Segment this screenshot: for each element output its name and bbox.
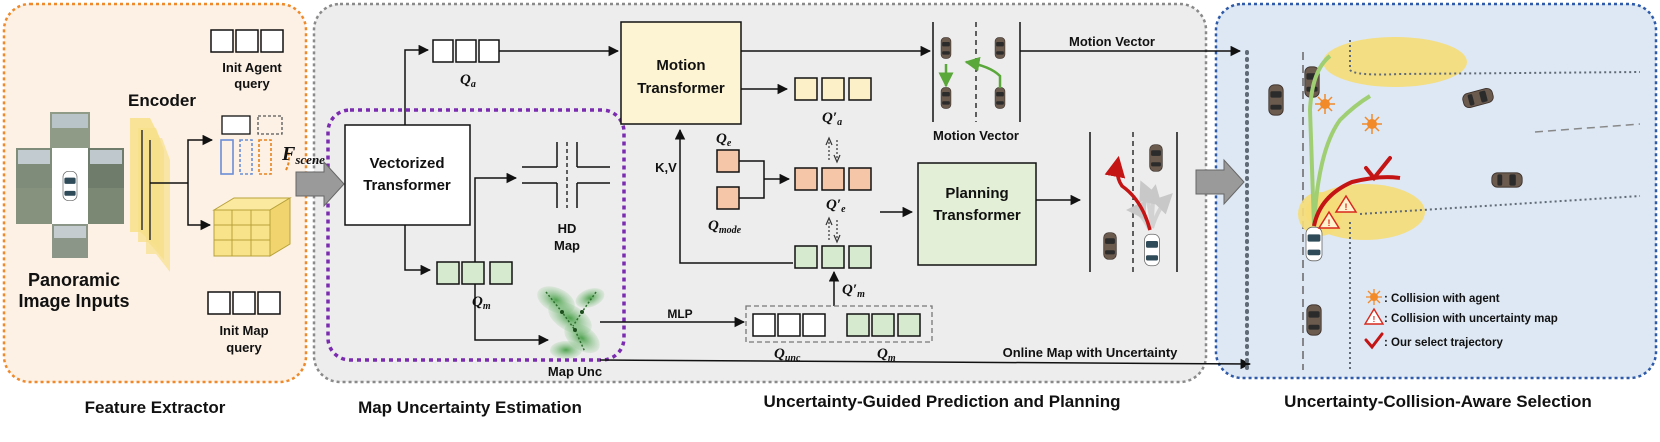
svg-text:!: ! xyxy=(1345,202,1348,212)
qa-prime-label: Q′a xyxy=(822,110,842,128)
qmode-label: Qmode xyxy=(708,218,742,236)
vectorized-transformer-box xyxy=(344,124,471,226)
mlp-label: MLP xyxy=(667,307,692,321)
motion-label-2: Transformer xyxy=(637,80,725,97)
collision-map-icon: ! xyxy=(1334,194,1358,213)
f-scene-label: Fscene xyxy=(281,143,325,167)
qunc-label: Qunc xyxy=(774,346,801,364)
init-agent-label-2: query xyxy=(234,76,270,91)
planning-scene xyxy=(1089,132,1178,272)
kv-label: K,V xyxy=(655,160,677,175)
collision-agent-icon xyxy=(1366,289,1382,305)
collision-agent-icon xyxy=(1362,114,1382,134)
planning-label-2: Transformer xyxy=(933,207,1021,224)
legend-item-1: : Collision with agent xyxy=(1384,293,1500,305)
qm-prime-query xyxy=(794,245,872,269)
hd-map-label-2: Map xyxy=(554,238,580,253)
qm-label: Qm xyxy=(472,294,491,312)
online-map-label: Online Map with Uncertainty xyxy=(1003,345,1179,360)
init-agent-query xyxy=(210,29,284,53)
qa-query xyxy=(432,39,500,63)
encoder-block xyxy=(130,118,170,272)
collision-agent-icon xyxy=(1315,94,1335,114)
planning-label-1: Planning xyxy=(945,185,1008,202)
motion-transformer-box xyxy=(620,21,742,125)
flow-arrow-1 xyxy=(295,160,345,208)
svg-text:!: ! xyxy=(1373,315,1376,324)
init-agent-label-1: Init Agent xyxy=(222,60,282,75)
attention-arrows-top xyxy=(825,136,841,164)
map-unc-label: Map Unc xyxy=(548,364,602,379)
init-map-query xyxy=(207,291,281,315)
init-map-label-2: query xyxy=(226,340,262,355)
map-uncertainty-icon xyxy=(537,286,605,359)
motion-label-1: Motion xyxy=(656,57,705,74)
encoder-label: Encoder xyxy=(128,91,196,110)
qunc-query xyxy=(752,313,826,337)
qm-query xyxy=(436,261,513,285)
qe-label: Qe xyxy=(716,131,732,149)
checkmark-icon xyxy=(1364,332,1384,350)
qa-label: Qa xyxy=(460,72,476,90)
motion-vector-caption: Motion Vector xyxy=(933,128,1019,143)
qm-prime-label: Q′m xyxy=(842,282,865,300)
uncertainty-query-group xyxy=(745,305,933,343)
section-title-map-uncertainty: Map Uncertainty Estimation xyxy=(358,398,582,417)
qe-prime-label: Q′e xyxy=(826,197,846,215)
legend: : Collision with agent ! : Collision wit… xyxy=(1363,289,1558,350)
legend-item-3: : Our select trajectory xyxy=(1384,337,1503,349)
qe-query xyxy=(716,149,740,173)
svg-text:!: ! xyxy=(1328,218,1331,228)
prediction-planning-panel xyxy=(312,2,1208,384)
attention-arrows-bottom xyxy=(825,216,841,244)
collision-map-icon: ! xyxy=(1363,307,1385,325)
qmode-query xyxy=(716,186,740,210)
hd-map-icon xyxy=(522,142,610,208)
qe-prime-query xyxy=(794,167,872,191)
collision-map-icon: ! xyxy=(1317,210,1341,229)
planning-transformer-box xyxy=(917,162,1037,266)
hd-map-label-1: HD xyxy=(558,221,577,236)
vectorized-label-1: Vectorized xyxy=(369,155,444,172)
section-title-prediction-planning: Uncertainty-Guided Prediction and Planni… xyxy=(763,392,1120,411)
qm2-label: Qm xyxy=(877,346,896,364)
section-title-selection: Uncertainty-Collision-Aware Selection xyxy=(1284,392,1592,411)
section-title-feature: Feature Extractor xyxy=(85,398,226,417)
panoramic-images xyxy=(16,112,124,258)
bev-feature-grid xyxy=(212,197,292,257)
qm2-query xyxy=(846,313,921,337)
qa-prime-query xyxy=(794,77,872,101)
flow-arrow-2 xyxy=(1195,158,1245,206)
checkmark-icon xyxy=(1364,156,1392,182)
panoramic-label-2: Image Inputs xyxy=(18,291,129,311)
init-map-label-1: Init Map xyxy=(219,323,268,338)
agent-embeddings xyxy=(220,115,290,175)
motion-vector-top-label: Motion Vector xyxy=(1069,34,1155,49)
motion-vector-scene xyxy=(932,22,1021,122)
panoramic-label-1: Panoramic xyxy=(28,270,120,290)
legend-item-2: : Collision with uncertainty map xyxy=(1384,313,1558,325)
vectorized-label-2: Transformer xyxy=(363,177,451,194)
